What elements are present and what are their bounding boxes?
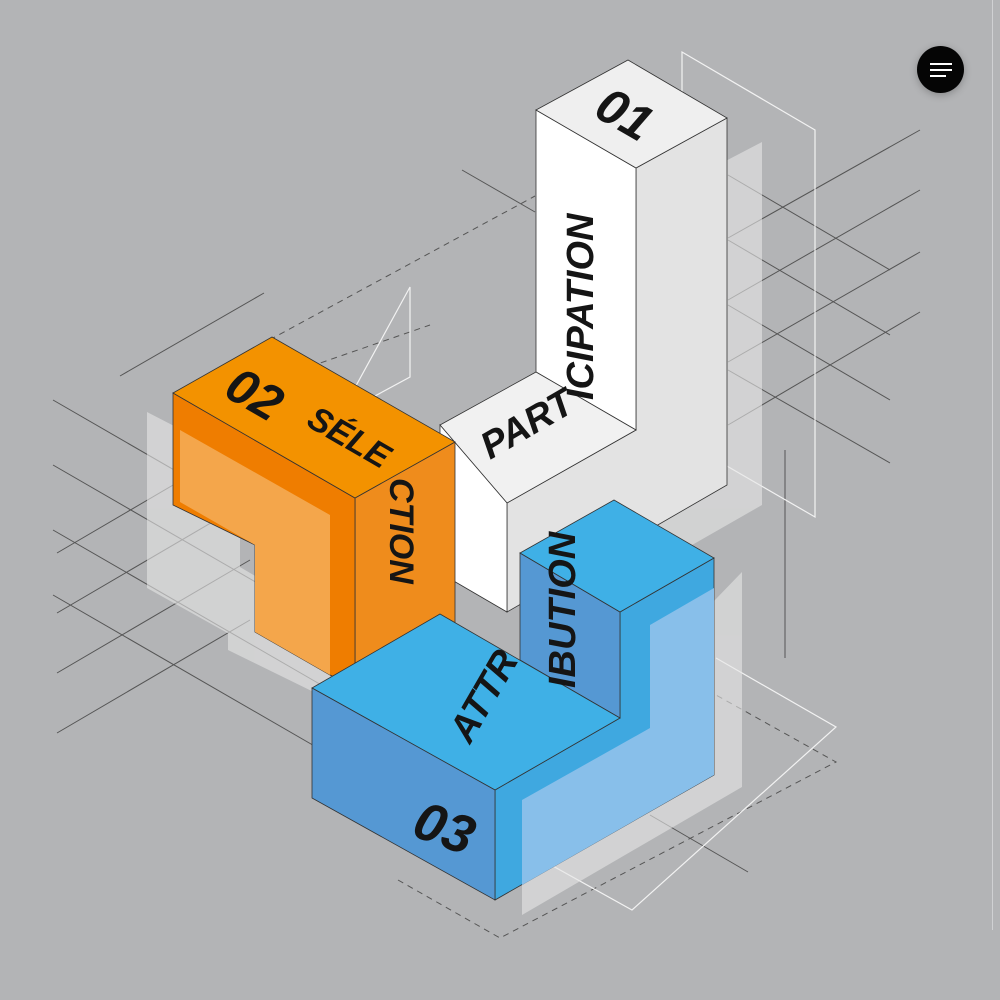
block-01 — [439, 59, 728, 613]
scrollbar-edge — [992, 0, 993, 930]
menu-button[interactable] — [917, 46, 964, 93]
hamburger-line — [930, 75, 946, 77]
block-02 — [172, 336, 456, 688]
hamburger-line — [930, 69, 952, 71]
hamburger-menu-icon — [930, 63, 952, 65]
block-01-label-vertical: ICIPATION — [560, 212, 602, 400]
block-02-label-vertical: CTION — [382, 478, 420, 585]
block-03-label-vertical: IBUTION — [542, 530, 584, 688]
block-03 — [311, 499, 715, 901]
